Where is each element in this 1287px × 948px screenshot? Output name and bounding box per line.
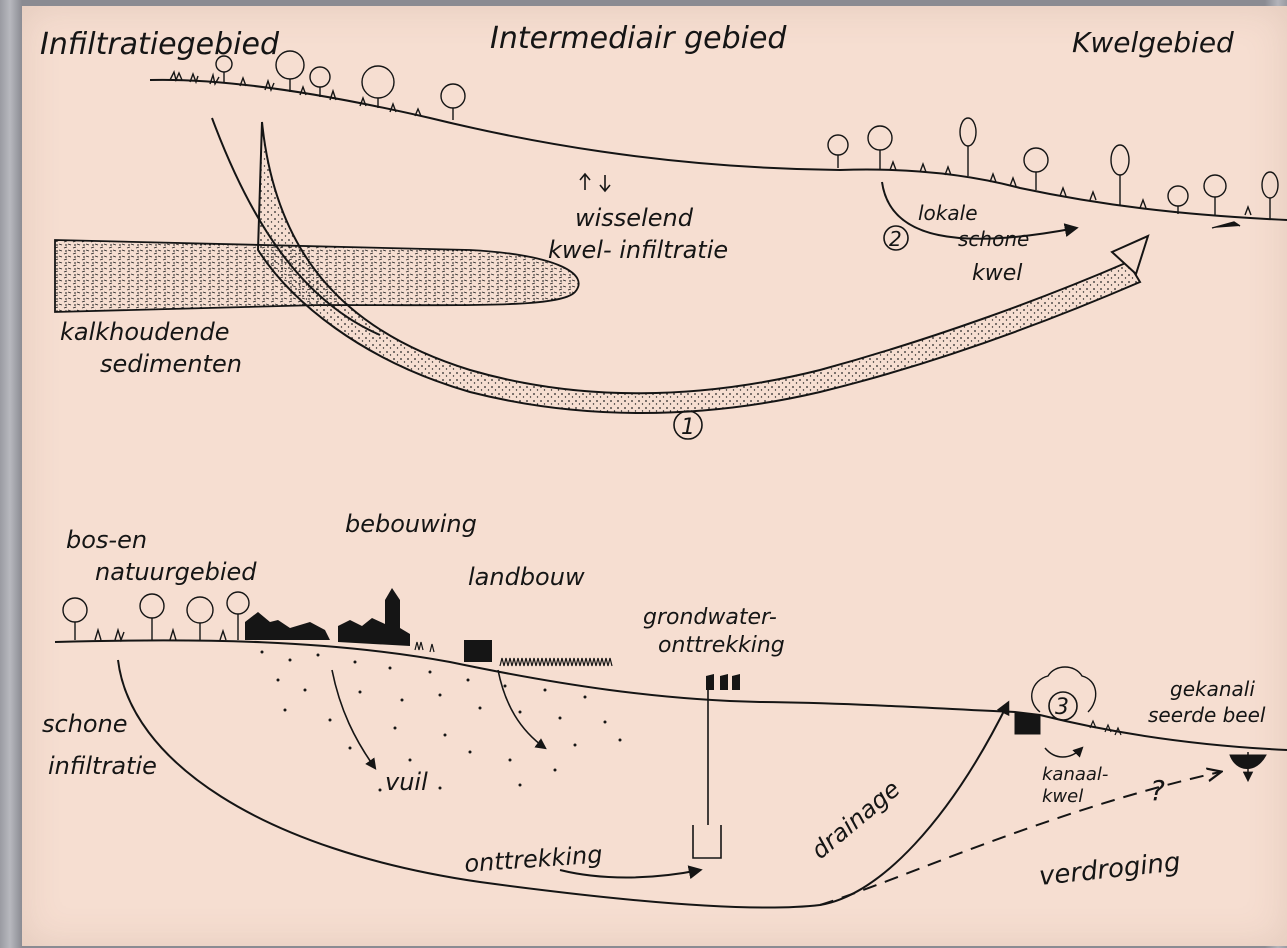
label-sediment-line1: kalkhoudende — [60, 318, 230, 346]
label-local-line3: kwel — [972, 261, 1022, 286]
label-agriculture: landbouw — [468, 563, 585, 591]
label-mixed-line2: kwel- infiltratie — [548, 236, 728, 264]
label-sediment-line2: sedimenten — [100, 350, 242, 378]
label-channel-line1: gekanali — [1170, 677, 1255, 701]
top-ground-surface — [150, 80, 1287, 220]
label-local-line1: lokale — [918, 201, 978, 225]
well-shaft — [693, 690, 721, 858]
label-drying: verdroging — [1038, 847, 1182, 892]
marker-1-label: 1 — [681, 415, 695, 440]
label-canal-line2: kwel — [1042, 786, 1083, 807]
label-drainage: drainage — [806, 775, 906, 865]
label-forest-line1: bos-en — [66, 526, 147, 554]
top-labels: Infiltratiegebied Intermediair gebied Kw… — [40, 21, 1234, 440]
label-local-line2: schone — [958, 227, 1029, 251]
label-channel-line2: seerde beel — [1148, 703, 1266, 727]
label-extraction-line1: grondwater- — [643, 605, 777, 630]
label-infiltration-zone: Infiltratiegebied — [40, 27, 280, 62]
farmland-crops — [415, 642, 612, 666]
extraction-flow-arrow — [560, 870, 700, 878]
label-canal-line1: kanaal- — [1042, 764, 1108, 785]
label-question: ? — [1150, 774, 1165, 807]
label-intermediate-zone: Intermediair gebied — [490, 21, 787, 56]
bottom-forest-trees — [63, 592, 249, 640]
label-clean-line1: schone — [42, 710, 128, 738]
marker-3-label: 3 — [1055, 695, 1069, 720]
label-clean-line2: infiltratie — [48, 752, 157, 780]
label-forest-line2: natuurgebied — [95, 558, 257, 586]
label-dirty: vuil — [385, 768, 428, 796]
label-buildings: bebouwing — [345, 510, 477, 538]
label-seepage-zone: Kwelgebied — [1072, 26, 1234, 59]
pollution-arrow-left — [332, 670, 375, 768]
label-withdrawal: onttrekking — [463, 840, 603, 878]
bottom-labels: bos-en natuurgebied bebouwing landbouw g… — [42, 510, 1266, 892]
pollution-dots — [261, 651, 622, 792]
label-extraction-line2: onttrekking — [658, 633, 785, 658]
label-mixed-line1: wisselend — [575, 204, 694, 232]
pollution-arrow-right — [498, 670, 545, 748]
mixed-flow-arrows — [580, 174, 610, 191]
marker-2-label: 2 — [889, 227, 902, 251]
canal-seepage-arrow — [1045, 748, 1082, 757]
